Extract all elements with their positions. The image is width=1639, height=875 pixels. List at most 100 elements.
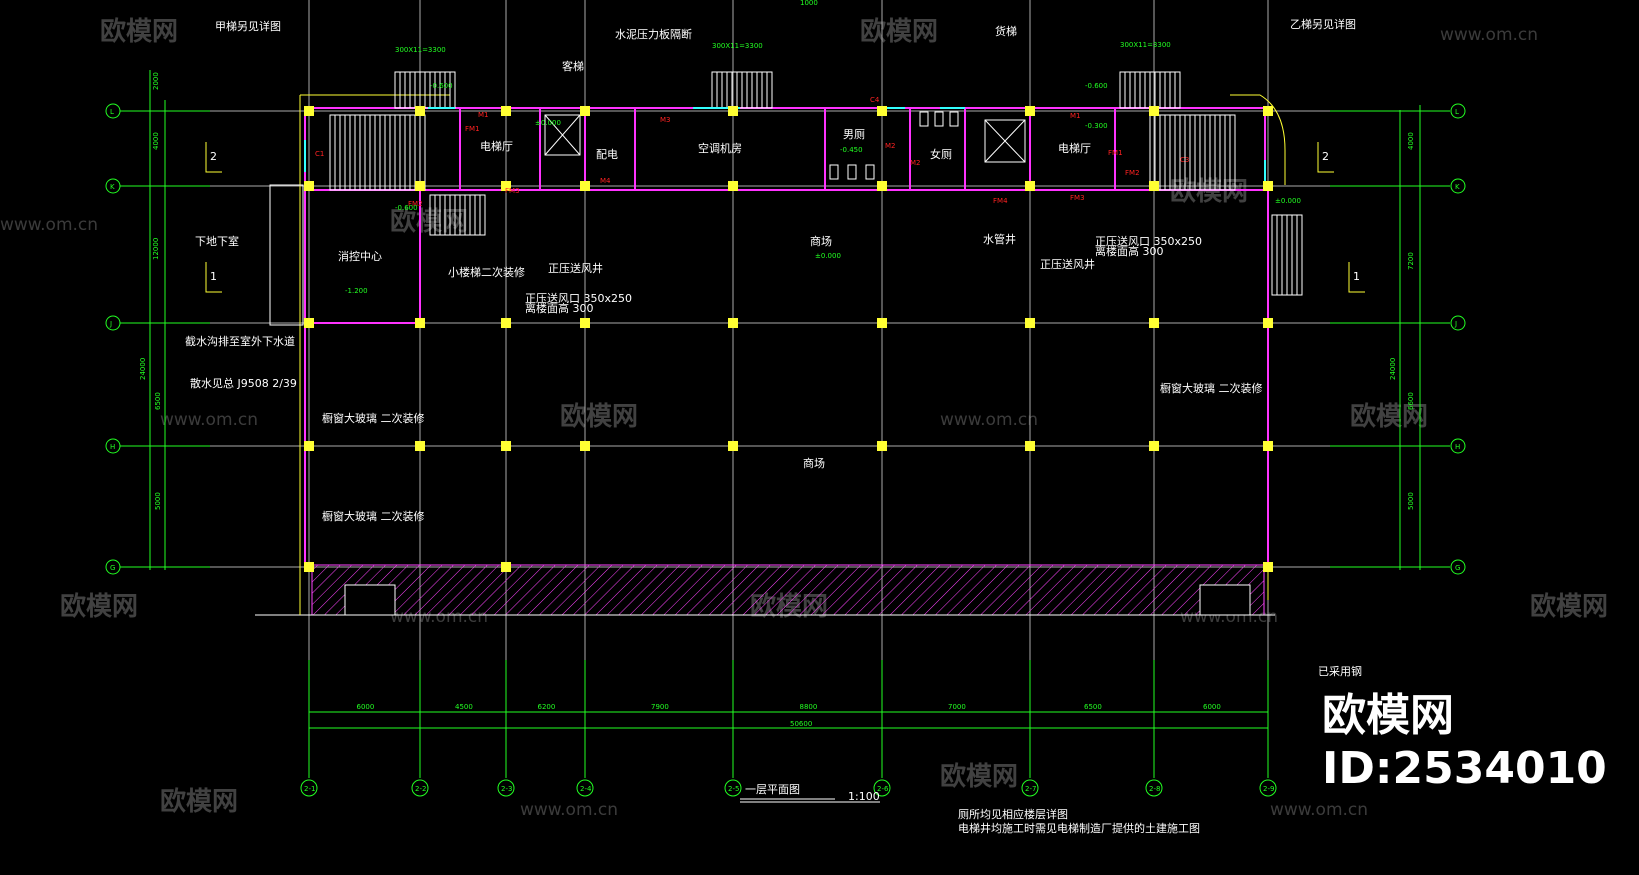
dimension-text: 1000: [800, 0, 818, 7]
room-label-mens-wc: 男厕: [843, 128, 865, 141]
dimension-text: 4000: [1407, 132, 1415, 150]
column: [1263, 441, 1273, 451]
room-label-pressure-outlet-2b: 离楼面高 300: [1095, 244, 1164, 258]
door-label: FM1: [1108, 149, 1123, 157]
axis-bubble: [411, 779, 429, 797]
elevation-mark: -0.600: [430, 82, 453, 90]
axis-label: J: [1454, 320, 1457, 328]
axis-label: H: [1455, 443, 1460, 451]
column: [304, 318, 314, 328]
door-label: M3: [660, 116, 671, 124]
dimension-text: 6500: [1084, 703, 1102, 711]
section-mark: 2: [210, 150, 217, 163]
dimension-text: 12000: [152, 238, 160, 260]
door-label: C4: [870, 96, 880, 104]
column: [415, 441, 425, 451]
column: [501, 441, 511, 451]
dimension-text: 300X11=3300: [1120, 41, 1171, 49]
door-label: FM1: [465, 125, 480, 133]
section-mark-line: [1317, 142, 1334, 173]
column: [1025, 181, 1035, 191]
door-label: M4: [600, 177, 611, 185]
axis-label: K: [1455, 183, 1460, 191]
room-label-stair-b-note: 乙梯另见详图: [1290, 17, 1356, 31]
dimension-text: 6000: [357, 703, 375, 711]
axis-bubble: [1145, 779, 1163, 797]
dimension-text: 5000: [1407, 492, 1415, 510]
column: [304, 181, 314, 191]
column: [580, 318, 590, 328]
room-label-drain: 截水沟排至室外下水道: [185, 334, 295, 348]
door-label: FM3: [505, 187, 520, 195]
column: [580, 106, 590, 116]
axis-label: 2-3: [501, 785, 512, 793]
column: [501, 318, 511, 328]
stair-outline: [1149, 114, 1236, 191]
door-label: M2: [885, 142, 896, 150]
column: [415, 106, 425, 116]
axis-bubble: [105, 178, 121, 194]
watermark-brand: 欧模网: [100, 16, 178, 47]
axis-bubble: [1450, 178, 1466, 194]
axis-bubble: [1450, 438, 1466, 454]
entrance-left: [344, 584, 396, 616]
section-mark: 1: [210, 270, 217, 283]
door-label: FM3: [1070, 194, 1085, 202]
column: [1149, 106, 1159, 116]
watermark-url: www.om.cn: [940, 410, 1038, 430]
elevation-mark: -0.450: [840, 146, 863, 154]
room-label-mall-2: 商场: [803, 456, 825, 470]
watermark-brand: 欧模网: [60, 591, 138, 622]
outer-wall-line: [299, 94, 1286, 615]
column: [1149, 441, 1159, 451]
entrance-ramp: [269, 184, 304, 326]
dimension-text: 6200: [538, 703, 556, 711]
axis-label: G: [110, 564, 115, 572]
room-label-pressure-outlet-2: 正压送风口 350x250: [1095, 234, 1202, 248]
section-mark: 1: [1353, 270, 1360, 283]
column: [1263, 562, 1273, 572]
watermark-url: www.om.cn: [520, 800, 618, 820]
room-label-water-shaft: 水管井: [983, 232, 1016, 246]
column: [304, 441, 314, 451]
structural-columns: [304, 106, 1273, 572]
room-label-pressure-shaft-1: 正压送风井: [548, 261, 603, 275]
dimension-text: 6600: [1407, 392, 1415, 410]
axis-bubble: [497, 779, 515, 797]
axis-bubble: [1450, 315, 1466, 331]
axis-label: H: [110, 443, 115, 451]
column: [501, 106, 511, 116]
column: [304, 106, 314, 116]
watermark-brand: 欧模网: [560, 401, 638, 432]
door-label: C3: [1180, 156, 1189, 164]
elevation-mark: ±0.000: [535, 119, 561, 127]
labels: 欧模网ID:2534010甲梯另见详图水泥压力板隔断客梯货梯乙梯另见详图电梯厅配…: [185, 17, 1607, 835]
axis-label: 2-8: [1149, 785, 1160, 793]
axis-label: 2-7: [1025, 785, 1036, 793]
column: [304, 562, 314, 572]
dimension-text: 8800: [800, 703, 818, 711]
axis-bubble: [576, 779, 594, 797]
walls: [304, 107, 1269, 565]
elevation-mark: -0.600: [395, 204, 418, 212]
elevation-mark: ±0.000: [815, 252, 841, 260]
column: [728, 441, 738, 451]
dimension-text: 4000: [152, 132, 160, 150]
room-label-small-stair: 小楼梯二次装修: [448, 265, 525, 279]
axis-label: 2-6: [877, 785, 889, 793]
room-label-pressure-outlet-1: 正压送风口 350x250: [525, 291, 632, 305]
watermark-url: www.om.cn: [1270, 800, 1368, 820]
elevation-mark: -0.600: [1085, 82, 1108, 90]
axis-bubble: [873, 779, 891, 797]
room-label-glass-2: 橱窗大玻璃 二次装修: [322, 509, 425, 523]
dimension-text: 6500: [154, 392, 162, 410]
dimension-text: 7900: [651, 703, 669, 711]
column: [1263, 318, 1273, 328]
watermark-brand: 欧模网: [940, 761, 1018, 792]
axis-bubble: [105, 438, 121, 454]
room-label-stair-a-note: 甲梯另见详图: [215, 19, 281, 33]
room-label-glass-1: 橱窗大玻璃 二次装修: [322, 411, 425, 425]
stair-outline: [329, 114, 426, 191]
column: [877, 441, 887, 451]
